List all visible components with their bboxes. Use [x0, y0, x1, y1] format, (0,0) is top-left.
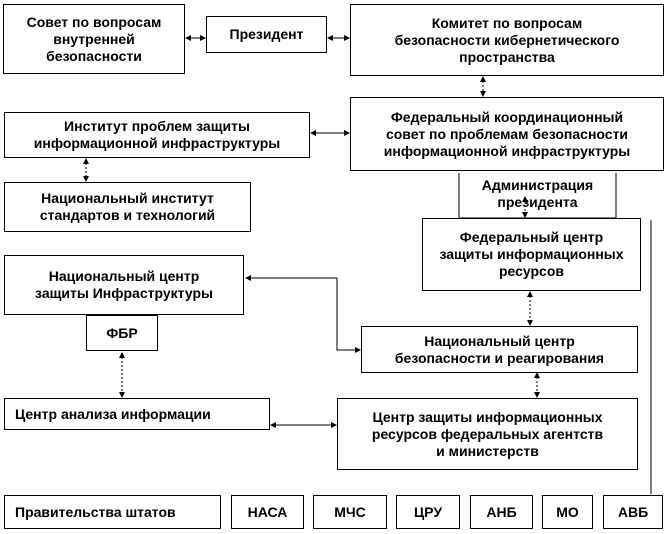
nsa-box: АНБ — [470, 495, 533, 529]
state-governments-box: Правительства штатов — [4, 495, 221, 529]
infra-protection-institute-box: Институт проблем защиты информационной и… — [4, 112, 310, 158]
avb-box: АВБ — [603, 495, 663, 529]
nist-box: Национальный институт стандартов и техно… — [4, 182, 251, 232]
cia-box: ЦРУ — [396, 495, 460, 529]
agencies-info-center-box: Центр защиты информационных ресурсов фед… — [337, 398, 638, 470]
info-analysis-center-box: Центр анализа информации — [4, 398, 270, 430]
national-response-center-box: Национальный центр безопасности и реагир… — [361, 326, 638, 373]
fbi-label: ФБР — [86, 315, 158, 351]
mo-box: МО — [542, 495, 593, 529]
president-box: Президент — [206, 16, 327, 53]
presidential-administration-label: Администрация президента — [481, 177, 594, 210]
nipc-box: Национальный центр защиты Инфраструктуры — [4, 255, 244, 315]
cyber-committee-box: Комитет по вопросам безопасности киберне… — [350, 4, 664, 76]
council-internal-security-box: Совет по вопросам внутренней безопасност… — [3, 4, 185, 74]
nasa-box: НАСА — [231, 495, 304, 529]
federal-coord-council-box: Федеральный координационный совет по про… — [350, 97, 664, 171]
mchs-box: МЧС — [313, 495, 387, 529]
fed-info-center-box: Федеральный центр защиты информационных … — [422, 218, 641, 291]
link-nipc-response — [245, 275, 361, 353]
